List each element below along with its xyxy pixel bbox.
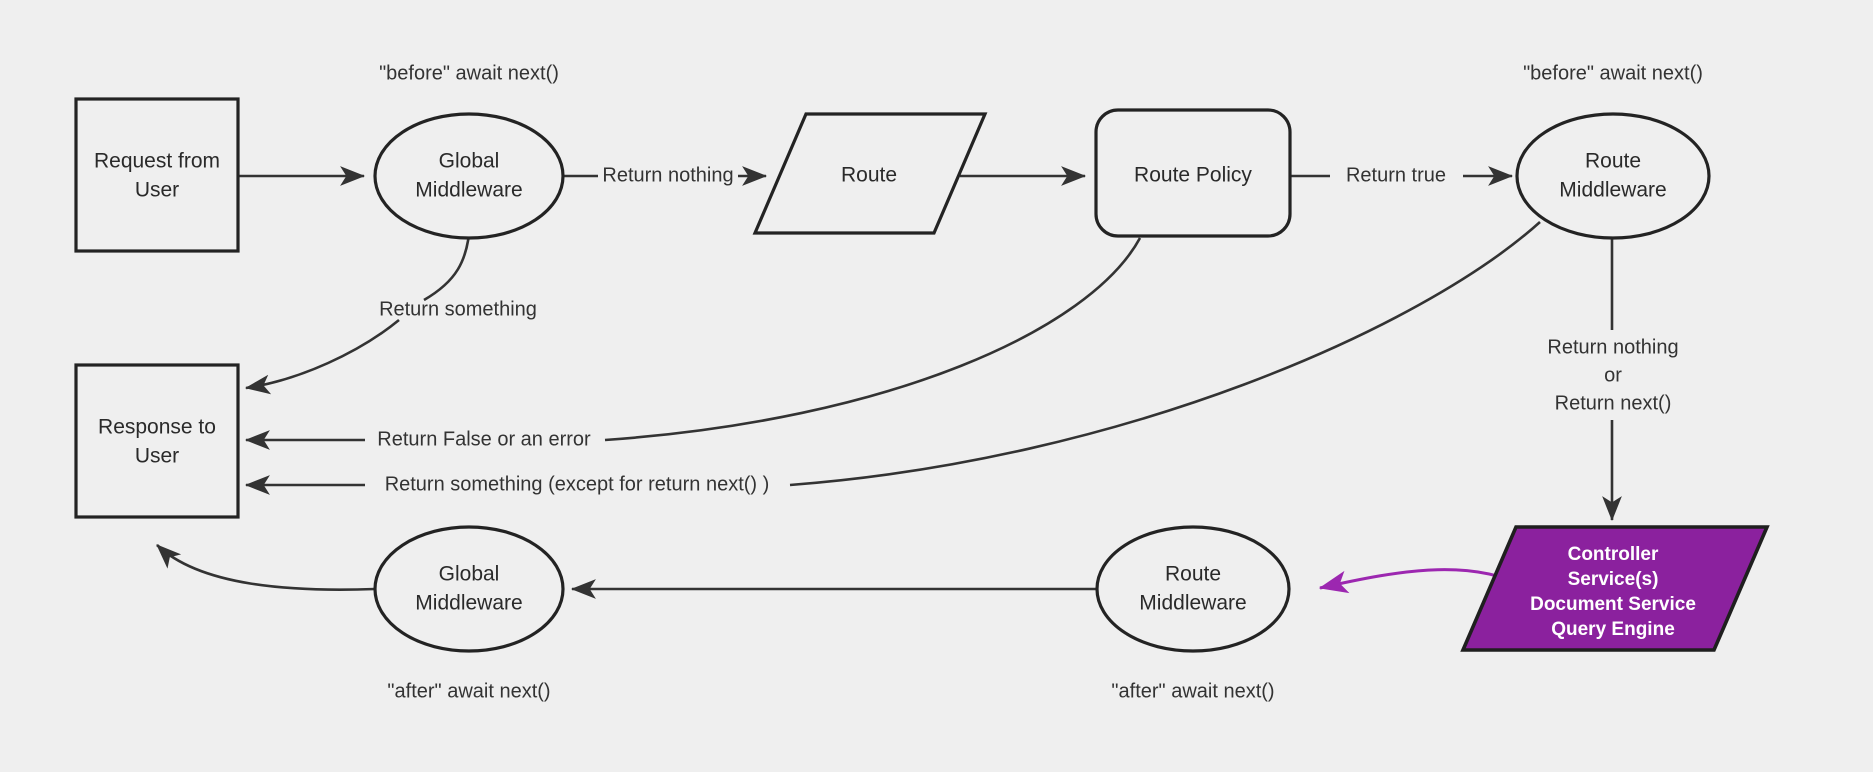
route-middleware-bottom-ellipse bbox=[1095, 525, 1291, 653]
annotation-after-global-middleware: "after" await next() bbox=[387, 680, 550, 702]
annotation-before-global-middleware: "before" await next() bbox=[379, 62, 559, 84]
controller-label-line2: Service(s) bbox=[1568, 569, 1659, 590]
request-label-line1: Request from bbox=[94, 150, 220, 173]
edge-label-return-nothing-or-next-line2: or bbox=[1604, 364, 1622, 386]
controller-parallelogram bbox=[1460, 525, 1770, 652]
response-box bbox=[74, 363, 240, 519]
controller-label-line1: Controller bbox=[1568, 544, 1659, 565]
request-label-line2: User bbox=[135, 179, 179, 202]
node-route[interactable]: Route bbox=[752, 112, 988, 235]
route-middleware-bottom-label-line1: Route bbox=[1165, 563, 1221, 586]
route-middleware-top-ellipse bbox=[1515, 112, 1711, 240]
edge-label-return-nothing-or-next-line1: Return nothing bbox=[1547, 336, 1678, 358]
controller-label-line3: Document Service bbox=[1530, 594, 1696, 615]
node-global-middleware-bottom[interactable]: Global Middleware bbox=[373, 525, 565, 653]
annotation-before-route-middleware: "before" await next() bbox=[1523, 62, 1703, 84]
global-middleware-bottom-ellipse bbox=[373, 525, 565, 653]
edge-label-return-nothing-or-next-line3: Return next() bbox=[1555, 392, 1672, 414]
annotation-after-route-middleware: "after" await next() bbox=[1111, 680, 1274, 702]
response-label-line1: Response to bbox=[98, 416, 216, 439]
edge-label-return-true: Return true bbox=[1346, 164, 1446, 186]
route-middleware-top-label-line2: Middleware bbox=[1559, 179, 1666, 202]
edge-label-return-false-or-error: Return False or an error bbox=[377, 428, 591, 450]
route-policy-box bbox=[1094, 108, 1292, 238]
global-middleware-bottom-label-line2: Middleware bbox=[415, 592, 522, 615]
response-label-line2: User bbox=[135, 445, 179, 468]
node-route-middleware-top[interactable]: Route Middleware bbox=[1515, 112, 1711, 240]
controller-label-line4: Query Engine bbox=[1551, 619, 1675, 640]
request-box bbox=[74, 97, 240, 253]
node-request-from-user[interactable]: Request from User bbox=[74, 97, 240, 253]
route-parallelogram bbox=[752, 112, 988, 235]
node-response-to-user[interactable]: Response to User bbox=[74, 363, 240, 519]
route-policy-label: Route Policy bbox=[1134, 164, 1252, 187]
edge-label-return-something-except: Return something (except for return next… bbox=[385, 473, 770, 495]
global-middleware-top-label-line2: Middleware bbox=[415, 179, 522, 202]
node-route-policy[interactable]: Route Policy bbox=[1094, 108, 1292, 238]
global-middleware-bottom-label-line1: Global bbox=[439, 563, 500, 586]
node-controller-services[interactable]: Controller Service(s) Document Service Q… bbox=[1460, 525, 1770, 652]
edge-global-middleware-bottom-to-response bbox=[156, 544, 376, 591]
edge-route-middleware-to-response bbox=[789, 221, 1541, 487]
route-middleware-top-label-line1: Route bbox=[1585, 150, 1641, 173]
node-global-middleware-top[interactable]: Global Middleware bbox=[373, 112, 565, 240]
node-route-middleware-bottom[interactable]: Route Middleware bbox=[1095, 525, 1291, 653]
edge-global-middleware-to-response-curve-2 bbox=[244, 318, 400, 395]
global-middleware-top-ellipse bbox=[373, 112, 565, 240]
edge-label-return-nothing: Return nothing bbox=[602, 164, 733, 186]
route-middleware-bottom-label-line2: Middleware bbox=[1139, 592, 1246, 615]
edge-route-policy-to-response bbox=[604, 237, 1142, 442]
edge-label-return-something: Return something bbox=[379, 298, 537, 320]
route-label: Route bbox=[841, 164, 897, 187]
global-middleware-top-label-line1: Global bbox=[439, 150, 500, 173]
